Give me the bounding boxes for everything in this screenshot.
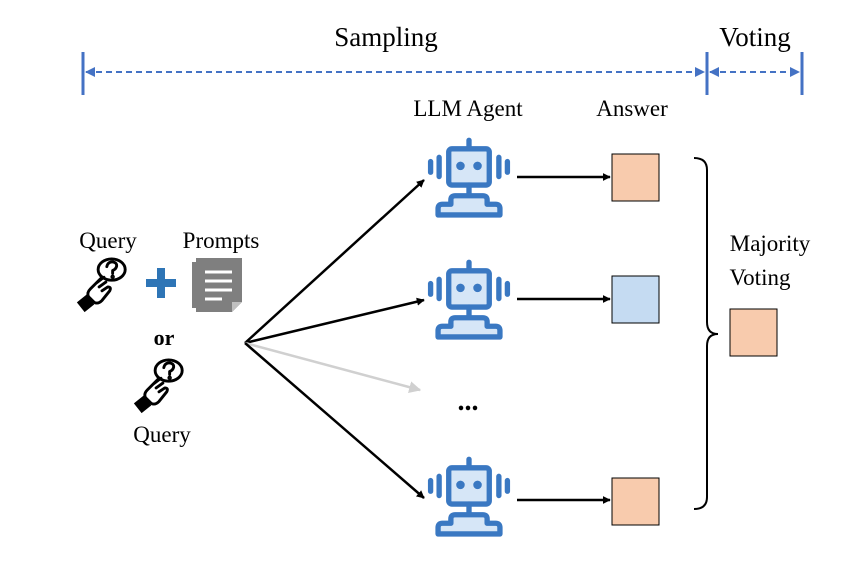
voting-label: Voting xyxy=(719,22,791,52)
fan-arrow-3 xyxy=(244,342,425,499)
answer-box-3 xyxy=(611,477,660,526)
robot-icon-1 xyxy=(431,140,508,215)
majority-label-line1: Majority xyxy=(730,231,811,256)
answer-box-2 xyxy=(611,275,660,324)
query-label-top: Query xyxy=(79,228,137,253)
ellipsis: ... xyxy=(458,386,479,417)
final-answer-box xyxy=(729,308,778,357)
query-label-bottom: Query xyxy=(133,422,191,447)
document-icon xyxy=(192,258,242,312)
voting-brace xyxy=(693,157,719,510)
fanout-arrows xyxy=(244,179,425,499)
prompts-label: Prompts xyxy=(183,228,260,253)
answer-box-1 xyxy=(611,153,660,202)
or-label: or xyxy=(154,325,175,350)
fan-arrow-faded xyxy=(244,341,422,393)
robot-icon-3 xyxy=(431,459,508,534)
sampling-label: Sampling xyxy=(334,22,438,52)
majority-label-line2: Voting xyxy=(730,265,791,290)
fan-arrow-1 xyxy=(244,179,425,344)
robot-icon-2 xyxy=(431,262,508,337)
fan-arrow-2 xyxy=(244,297,425,345)
answer-header: Answer xyxy=(596,96,668,121)
phase-bar xyxy=(81,52,804,95)
agent-header: LLM Agent xyxy=(413,96,523,121)
hand-question-icon-2 xyxy=(132,358,184,415)
plus-icon xyxy=(146,268,176,298)
hand-question-icon xyxy=(75,257,127,314)
